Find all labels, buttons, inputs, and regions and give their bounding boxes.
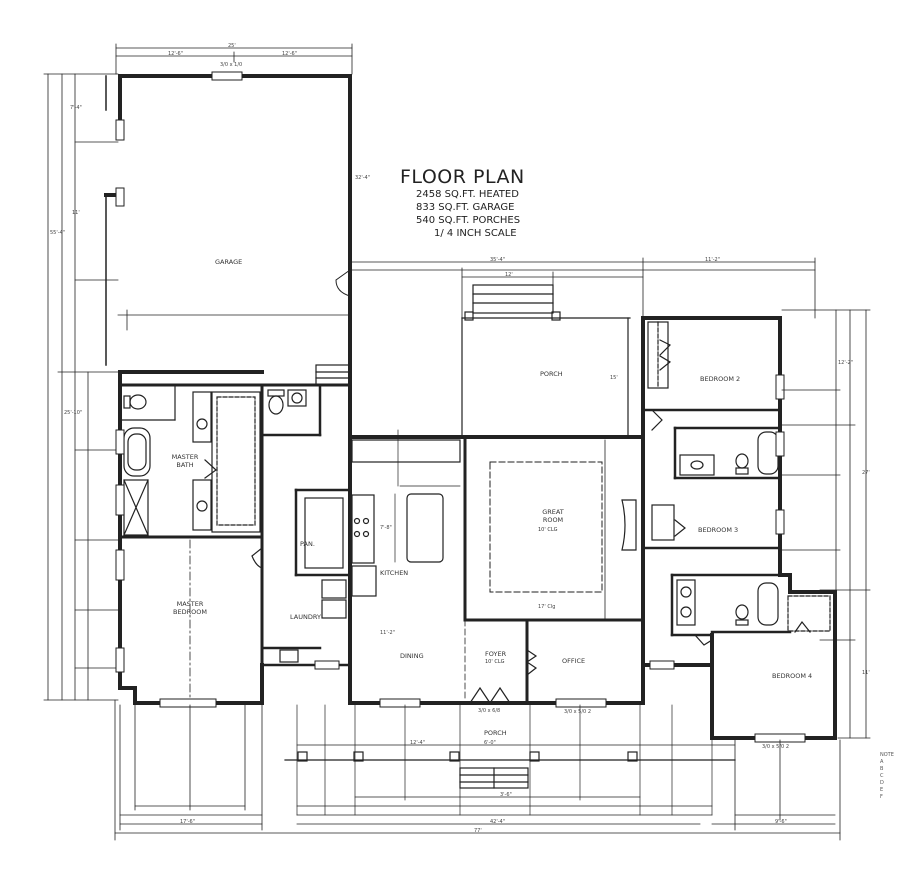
legend-line: F: [880, 794, 883, 800]
dim-rear-porch-width: 12': [505, 272, 513, 278]
dim-garage-window: 3/0 x 1/0: [220, 62, 243, 68]
dim-bottom-right: 9'-6": [775, 819, 787, 825]
great-room-ceiling: 10' Clg: [538, 527, 558, 533]
dim-left-overall: 55'-4": [50, 230, 66, 236]
dim-bed2-right: 12'-2": [838, 360, 854, 366]
room-office: OFFICE: [562, 657, 586, 665]
room-laundry: LAUNDRY: [290, 613, 321, 621]
plan-title: FLOOR PLAN: [400, 166, 525, 188]
dim-office-window: 3/0 x 5/0 2: [564, 709, 592, 715]
legend-line: E: [880, 787, 884, 793]
dim-bottom-left: 17'-6": [180, 819, 196, 825]
dim-left-mid: 25'-10": [64, 410, 83, 416]
room-bedroom-3: BEDROOM 3: [698, 526, 739, 534]
room-foyer: FOYER: [485, 650, 507, 658]
notes-legend: NOTE A B C D E F: [880, 752, 894, 801]
dim-garage-top-right: 12'-6": [282, 51, 298, 57]
foyer-ceiling: 10' Clg: [485, 659, 505, 665]
porch-area: 540 SQ.FT. PORCHES: [416, 215, 521, 226]
room-bedroom-2: BEDROOM 2: [700, 375, 741, 383]
dim-front-porch-mid: 6'-0": [484, 740, 496, 746]
room-pantry: PAN.: [300, 540, 315, 548]
room-rear-porch: PORCH: [540, 370, 563, 378]
drawing-scale: 1/ 4 INCH SCALE: [434, 228, 517, 239]
legend-line: NOTE: [880, 752, 894, 758]
legend-line: B: [880, 766, 884, 772]
garage-walls: [104, 74, 352, 367]
dim-garage-top-total: 25': [228, 43, 236, 49]
legend-line: C: [880, 773, 884, 779]
dim-kitchen-island: 7'-8": [380, 525, 392, 531]
dim-left-seg2: 11': [72, 210, 80, 216]
legend-line: D: [880, 780, 884, 786]
dim-front-steps: 3'-6": [500, 792, 512, 798]
dim-left-seg1: 7'-4": [70, 105, 82, 111]
dim-rear-porch-depth: 15': [610, 375, 618, 381]
room-front-porch: PORCH: [484, 729, 507, 737]
room-bedroom-4: BEDROOM 4: [772, 672, 813, 680]
garage-area: 833 SQ.FT. GARAGE: [416, 202, 515, 213]
title-block: FLOOR PLAN 2458 SQ.FT. HEATED 833 SQ.FT.…: [400, 166, 560, 240]
dim-garage-top-left: 12'-6": [168, 51, 184, 57]
dim-bottom-overall: 77': [474, 828, 482, 834]
dim-rear-top: 35'-4": [490, 257, 506, 263]
room-master-bath: MASTER BATH: [171, 453, 199, 469]
room-dining: DINING: [400, 652, 424, 660]
dim-front-porch-span: 12'-4": [410, 740, 426, 746]
dim-garage-side: 32'-4": [355, 175, 371, 181]
room-great-room: GREAT ROOM: [542, 508, 564, 524]
dim-dining-depth: 11'-2": [380, 630, 396, 636]
dim-bed4-window: 3/0 x 5/0 2: [762, 744, 790, 750]
dim-bottom-mid: 42'-4": [490, 819, 506, 825]
dim-great-room-wall: 17' Clg: [538, 604, 556, 610]
room-kitchen: KITCHEN: [380, 569, 409, 577]
dim-right-overall: 27': [862, 470, 870, 476]
legend-line: A: [880, 759, 884, 765]
dim-rear-top-right: 11'-2": [705, 257, 721, 263]
room-garage: GARAGE: [215, 258, 243, 266]
heated-area: 2458 SQ.FT. HEATED: [416, 189, 519, 200]
dim-front-door: 3/0 x 6/8: [478, 708, 501, 714]
room-master-bedroom: MASTER BEDROOM: [173, 600, 207, 616]
dim-right-lower: 11': [862, 670, 870, 676]
